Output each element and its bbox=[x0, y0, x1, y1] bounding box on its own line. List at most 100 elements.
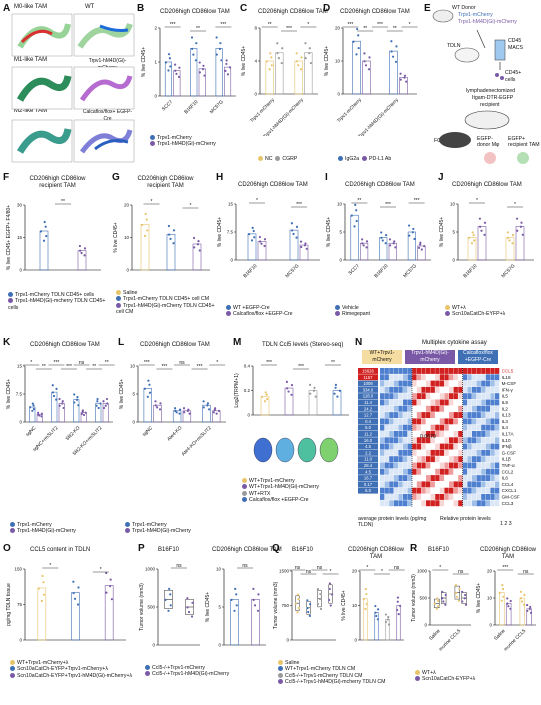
heat-cell bbox=[407, 487, 412, 494]
x-tick-label: sgNC bbox=[25, 425, 38, 438]
heat-cell bbox=[380, 500, 385, 507]
heat-cell bbox=[444, 475, 449, 481]
x-tick-label: B16F10 bbox=[462, 263, 478, 279]
data-point bbox=[308, 614, 311, 617]
j-legend: WT+λ Scn10aCatCh-EYFP+λ bbox=[445, 305, 505, 318]
data-point bbox=[45, 234, 48, 238]
data-point bbox=[252, 598, 255, 601]
sig-label: *** bbox=[197, 364, 203, 370]
left-cell bbox=[358, 405, 378, 412]
data-point bbox=[367, 68, 371, 71]
data-point bbox=[464, 593, 467, 597]
data-point bbox=[334, 383, 338, 386]
data-point bbox=[297, 64, 300, 67]
data-point bbox=[143, 234, 147, 237]
data-point bbox=[270, 64, 273, 67]
data-point bbox=[319, 607, 323, 611]
i-legend: Vehicle Rimegepant bbox=[335, 305, 370, 318]
data-point bbox=[391, 55, 395, 58]
heat-cell bbox=[421, 374, 426, 381]
data-point bbox=[263, 400, 267, 403]
heat-cell bbox=[458, 399, 463, 406]
data-point bbox=[300, 56, 303, 59]
bar bbox=[37, 587, 47, 641]
data-point bbox=[266, 397, 269, 401]
bar bbox=[362, 60, 371, 95]
heat-cell bbox=[403, 418, 408, 425]
heat-cell bbox=[403, 437, 408, 444]
heat-cell bbox=[490, 386, 495, 393]
heat-cell bbox=[485, 500, 491, 507]
data-point bbox=[215, 36, 218, 39]
panel-c-letter: C bbox=[240, 3, 248, 14]
heat-cell bbox=[403, 443, 408, 450]
data-point bbox=[51, 384, 54, 387]
bar bbox=[247, 233, 257, 261]
heat-cell bbox=[412, 399, 417, 406]
y-tick-label: 0 bbox=[132, 420, 135, 425]
heat-cell bbox=[485, 468, 491, 475]
heat-cell bbox=[444, 487, 449, 494]
heat-cell bbox=[416, 468, 422, 475]
j-title: CD206high CD86low TAM bbox=[452, 182, 522, 188]
data-point bbox=[219, 42, 222, 45]
bar bbox=[230, 599, 239, 646]
left-value: 15626 bbox=[362, 369, 374, 374]
heat-cell bbox=[495, 386, 500, 393]
data-point bbox=[399, 72, 402, 75]
y-tick-label: 10 bbox=[352, 603, 358, 608]
heat-cell bbox=[430, 449, 435, 456]
sig-label: *** bbox=[170, 22, 176, 28]
heat-cell bbox=[430, 418, 435, 425]
heat-cell bbox=[453, 368, 458, 374]
heat-cell bbox=[416, 368, 422, 374]
data-point bbox=[62, 406, 65, 410]
heat-cell bbox=[476, 418, 481, 425]
heat-cell bbox=[430, 368, 435, 374]
heat-cell bbox=[495, 462, 500, 469]
heat-cell bbox=[384, 475, 389, 481]
heat-cell bbox=[384, 368, 389, 374]
data-point bbox=[306, 599, 309, 602]
data-point bbox=[501, 584, 504, 587]
y-tick-label: 5 bbox=[218, 605, 221, 610]
heat-cell bbox=[389, 386, 394, 393]
heat-cell bbox=[398, 500, 403, 507]
data-point bbox=[472, 234, 475, 237]
left-value: 11.2 bbox=[364, 432, 373, 437]
bar bbox=[140, 224, 150, 271]
data-point bbox=[392, 242, 395, 245]
heat-cell bbox=[403, 431, 408, 437]
heat-cell bbox=[485, 424, 491, 431]
heat-cell bbox=[467, 475, 472, 481]
sig-label: * bbox=[409, 22, 411, 28]
heat-cell bbox=[412, 449, 417, 456]
heat-cell bbox=[421, 487, 426, 494]
heat-cell bbox=[439, 475, 445, 481]
bar bbox=[332, 390, 342, 416]
y-tick-label: 5 bbox=[452, 230, 455, 235]
heat-cell bbox=[439, 494, 445, 500]
left-cell bbox=[358, 443, 378, 450]
data-point bbox=[529, 605, 532, 609]
heat-cell bbox=[490, 424, 495, 431]
heat-cell bbox=[384, 380, 389, 387]
left-cell bbox=[358, 431, 378, 437]
heat-cell bbox=[384, 374, 389, 381]
data-point bbox=[187, 610, 191, 614]
heat-cell bbox=[412, 418, 417, 425]
stereo-seq-section bbox=[297, 437, 317, 463]
heat-cell bbox=[444, 500, 449, 507]
heat-cell bbox=[393, 412, 399, 418]
data-point bbox=[354, 203, 357, 206]
data-point bbox=[295, 225, 299, 228]
heat-cell bbox=[393, 405, 399, 412]
wt-donor: WT Donor bbox=[452, 5, 476, 11]
heat-cell bbox=[393, 462, 399, 469]
data-point bbox=[387, 623, 391, 626]
data-point bbox=[55, 387, 58, 390]
